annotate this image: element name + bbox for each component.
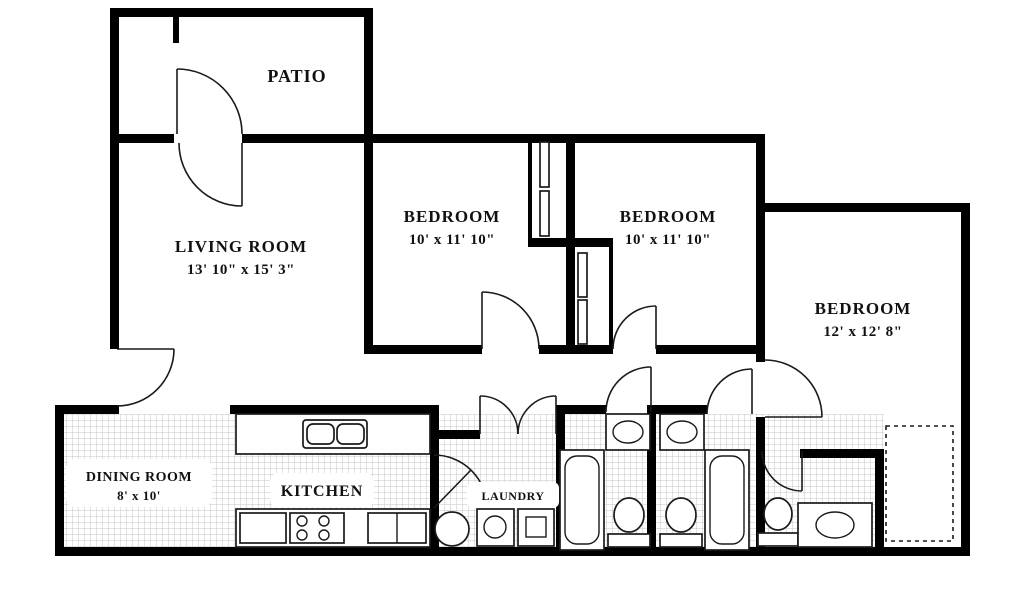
bathroom1-fixtures — [559, 413, 651, 551]
wall-bedroom3-top — [756, 203, 970, 212]
bedroom3-dims: 12' x 12' 8" — [824, 324, 903, 340]
refrigerator — [367, 512, 427, 544]
washer — [476, 508, 515, 547]
bedroom3-label: BEDROOM — [815, 299, 912, 318]
dryer — [517, 508, 555, 547]
sink-1 — [605, 413, 651, 451]
dining-dims: 8' x 10' — [117, 488, 161, 503]
bedroom3-door — [764, 359, 823, 418]
wall-patio-bottom-left — [110, 134, 174, 143]
stove — [289, 512, 345, 544]
wall-closet1-side — [528, 134, 532, 238]
wall-dining-left-outer — [55, 405, 64, 556]
wall-patio-left — [110, 8, 119, 143]
bath1-door — [605, 366, 652, 413]
bathtub-2 — [704, 449, 750, 551]
wall-bath3-closet-divider — [875, 449, 884, 556]
wall-kitchen-top — [230, 405, 430, 414]
wall-bedrooms-top — [364, 134, 765, 143]
laundry-fixtures — [434, 508, 555, 547]
kitchen-sink — [302, 419, 368, 449]
wall-living-bedroom1-divider — [364, 134, 373, 349]
wall-closet-middle — [528, 238, 613, 247]
dining-label: DINING ROOM — [86, 470, 192, 485]
dishwasher — [239, 512, 287, 544]
closet-dashed-outline — [885, 425, 954, 542]
wall-bedroom1-bottom — [364, 345, 482, 354]
wall-bath3-top — [800, 449, 880, 458]
laundry-label-plate — [467, 482, 559, 508]
patio-door — [176, 68, 243, 135]
laundry-label: LAUNDRY — [481, 489, 544, 503]
closet2-panel-bottom — [577, 299, 588, 345]
living-dims: 13' 10" x 15' 3" — [187, 262, 295, 278]
wall-laundry-left — [430, 405, 439, 556]
kitchen-label: KITCHEN — [281, 483, 364, 500]
room-labels: PATIO LIVING ROOM 13' 10" x 15' 3" BEDRO… — [86, 66, 912, 503]
closet-panels — [539, 141, 588, 345]
living-label: LIVING ROOM — [175, 237, 307, 256]
wall-patio-bottom-right — [242, 134, 373, 143]
toilet-2 — [659, 497, 703, 548]
patio-living-door — [178, 142, 243, 207]
kitchen-label-plate — [270, 473, 374, 507]
bedroom1-door — [481, 291, 540, 350]
wall-bedroom2-bottom — [656, 345, 756, 354]
wall-bedroom2-bedroom3-divider — [756, 134, 765, 362]
wall-closet-bottom — [539, 345, 613, 354]
bedroom2-door — [612, 305, 657, 350]
bedroom1-dims: 10' x 11' 10" — [409, 232, 495, 248]
doors — [116, 68, 823, 509]
bedroom2-dims: 10' x 11' 10" — [625, 232, 711, 248]
bathroom2-fixtures — [659, 413, 750, 551]
closet1-panel-bottom — [539, 190, 550, 237]
bedroom1-label: BEDROOM — [404, 207, 501, 226]
wall-dining-step — [55, 405, 119, 414]
closet2-panel-top — [577, 252, 588, 298]
entry-door — [116, 348, 175, 407]
laundry-double-doors — [479, 395, 557, 435]
closet1-panel-top — [539, 141, 550, 188]
wall-patio-stub — [173, 17, 179, 43]
toilet-1 — [607, 497, 651, 548]
toilet-3 — [757, 497, 799, 547]
wall-living-left — [110, 134, 119, 349]
bath2-door — [706, 368, 753, 415]
bathroom3-fixtures — [757, 425, 954, 548]
wall-bath1-bath2-divider — [647, 414, 656, 556]
patio-label: PATIO — [267, 66, 326, 86]
bedroom2-label: BEDROOM — [620, 207, 717, 226]
wall-closet2-side — [609, 247, 613, 345]
wall-bottom-outer — [55, 547, 970, 556]
wall-patio-top — [110, 8, 373, 17]
kitchen-fixtures — [235, 413, 431, 548]
wall-laundry-top — [430, 430, 480, 439]
wall-patio-right — [364, 8, 373, 134]
vanity-sink-3 — [797, 502, 873, 548]
water-heater — [434, 511, 470, 547]
label-plates — [66, 459, 559, 508]
wall-bath1-top — [556, 405, 606, 414]
wall-right-outer — [961, 203, 970, 556]
wall-hall-bath-right — [756, 417, 765, 556]
dining-label-plate — [66, 459, 212, 507]
bath3-door — [761, 450, 803, 492]
bathtub-1 — [559, 449, 605, 551]
wall-bath2-top — [647, 405, 707, 414]
sink-2 — [659, 413, 705, 451]
